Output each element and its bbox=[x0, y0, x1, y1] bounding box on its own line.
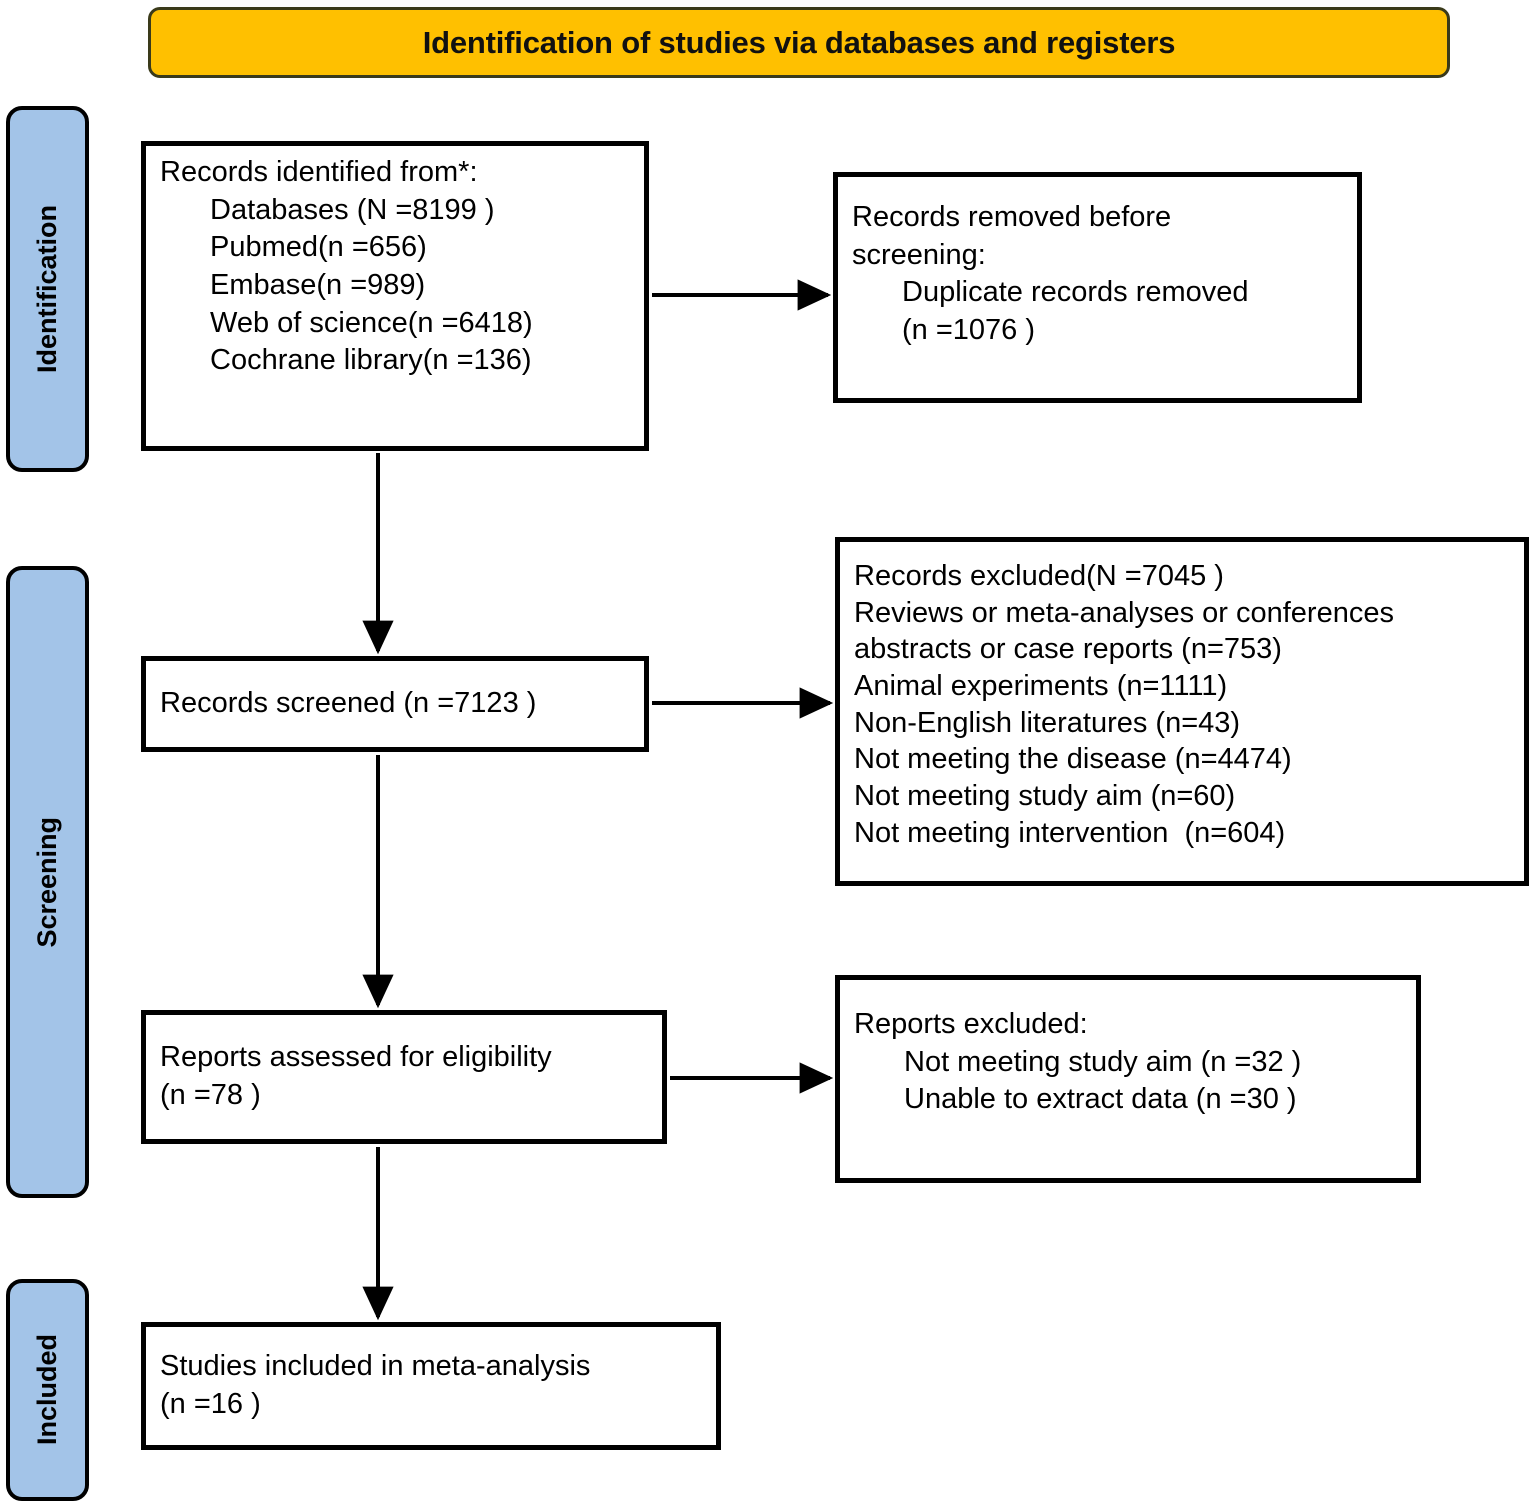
records-screened-text: Records screened (n =7123 ) bbox=[160, 687, 537, 720]
records-removed-italic-1: before bbox=[1088, 201, 1172, 233]
duplicate-records-removed-label: Duplicate records removed bbox=[902, 276, 1249, 309]
records-removed-heading-line2: screening: bbox=[852, 237, 1343, 275]
reports-assessed-label: Reports assessed for eligibility bbox=[160, 1041, 552, 1074]
stage-label-identification: Identification bbox=[32, 205, 62, 373]
reports-excluded-study-aim: Not meeting study aim (n =32 ) bbox=[904, 1045, 1302, 1078]
records-identified-cochrane: Cochrane library(n =136) bbox=[210, 344, 532, 377]
header-banner: Identification of studies via databases … bbox=[148, 7, 1450, 78]
records-excluded-non-english: Non-English literatures (n=43) bbox=[854, 706, 1241, 739]
records-excluded-disease: Not meeting the disease (n=4474) bbox=[854, 743, 1292, 776]
reports-assessed-count: (n =78 ) bbox=[160, 1079, 261, 1111]
records-identified-web-of-science: Web of science(n =6418) bbox=[210, 306, 533, 339]
studies-included-label: Studies included in meta-analysis bbox=[160, 1350, 591, 1383]
records-identified-heading: Records identified from*: bbox=[160, 156, 478, 188]
records-removed-plain-1: Records removed bbox=[852, 201, 1089, 233]
records-identified-embase: Embase(n =989) bbox=[210, 269, 426, 302]
records-excluded-animal: Animal experiments (n=1111) bbox=[854, 670, 1228, 703]
stage-label-screening: Screening bbox=[32, 816, 62, 948]
box-reports-excluded: Reports excluded: Not meeting study aim … bbox=[835, 975, 1421, 1183]
stage-bar-screening: Screening bbox=[6, 566, 89, 1198]
stage-bar-identification: Identification bbox=[6, 106, 89, 472]
records-removed-heading-line1: Records removed before bbox=[852, 199, 1343, 237]
box-records-removed: Records removed before screening: Duplic… bbox=[833, 172, 1362, 403]
duplicate-records-removed-count: (n =1076 ) bbox=[902, 314, 1036, 347]
records-identified-pubmed: Pubmed(n =656) bbox=[210, 231, 427, 264]
records-excluded-intervention: Not meeting intervention (n=604) bbox=[854, 816, 1286, 849]
records-excluded-reviews-line1: Reviews or meta-analyses or conferences bbox=[854, 596, 1394, 629]
box-studies-included: Studies included in meta-analysis (n =16… bbox=[141, 1322, 721, 1450]
box-records-identified: Records identified from*: Databases (N =… bbox=[141, 141, 649, 451]
records-excluded-reviews-line2: abstracts or case reports (n=753) bbox=[854, 633, 1282, 666]
reports-excluded-extract-data: Unable to extract data (n =30 ) bbox=[904, 1083, 1297, 1116]
stage-label-included: Included bbox=[32, 1334, 62, 1446]
reports-excluded-heading: Reports excluded: bbox=[854, 1008, 1088, 1040]
studies-included-count: (n =16 ) bbox=[160, 1388, 261, 1420]
box-reports-assessed-eligibility: Reports assessed for eligibility (n =78 … bbox=[141, 1010, 667, 1144]
stage-bar-included: Included bbox=[6, 1279, 89, 1501]
records-identified-databases: Databases (N =8199 ) bbox=[210, 193, 495, 226]
records-excluded-heading: Records excluded(N =7045 ) bbox=[854, 560, 1224, 592]
records-excluded-study-aim: Not meeting study aim (n=60) bbox=[854, 780, 1236, 813]
page-title: Identification of studies via databases … bbox=[422, 24, 1176, 60]
records-removed-italic-2: screening bbox=[852, 238, 978, 271]
box-records-screened: Records screened (n =7123 ) bbox=[141, 656, 649, 752]
records-removed-plain-2: : bbox=[977, 238, 986, 271]
box-records-excluded: Records excluded(N =7045 ) Reviews or me… bbox=[835, 537, 1529, 886]
